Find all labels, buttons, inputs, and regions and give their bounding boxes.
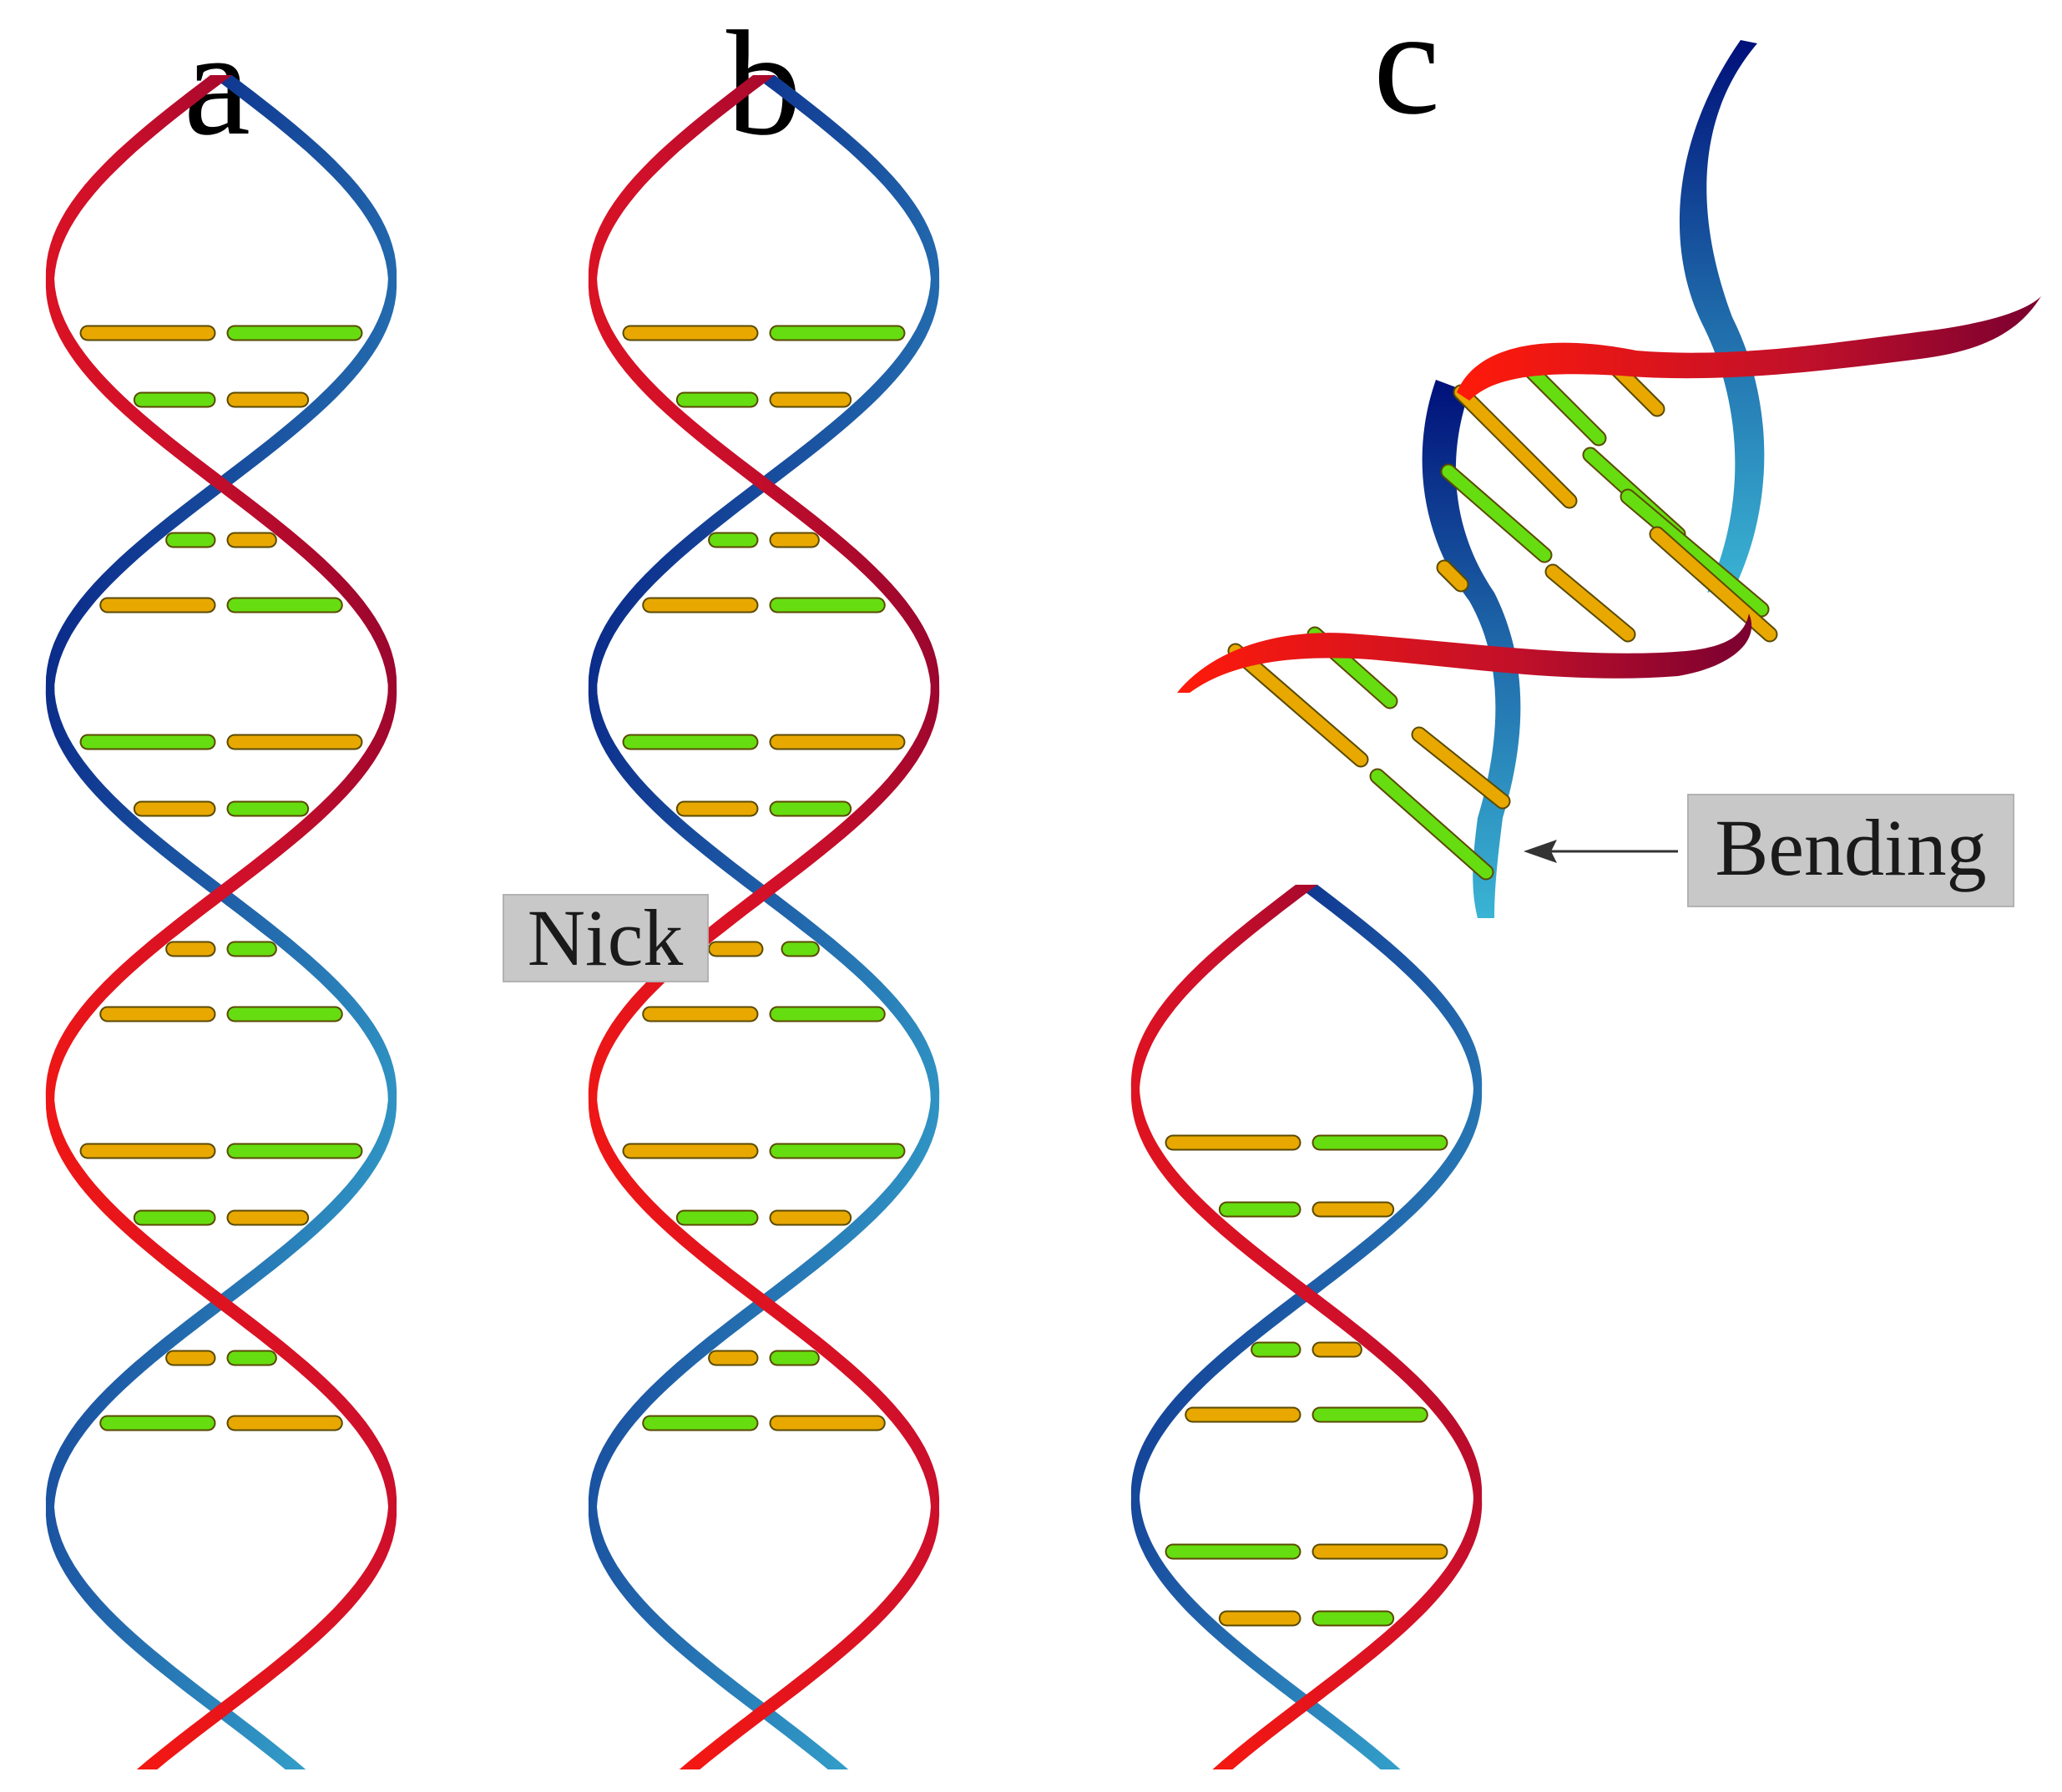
bending-callout: Bending: [1524, 794, 2014, 907]
nick-callout: Nick: [503, 893, 709, 982]
dna-helix-b-nicked: [588, 75, 940, 1769]
left-arrow-head: [1524, 840, 1557, 863]
bent-blue-strand-lower: [1422, 380, 1521, 918]
bent-red-strand-top: [1457, 296, 2041, 401]
bent-blue-strand: [1679, 40, 1765, 593]
dna-helix-a: [45, 75, 397, 1769]
bending-label: Bending: [1715, 803, 1986, 892]
nick-label: Nick: [528, 893, 684, 982]
panel-letter-c: c: [1373, 0, 1440, 145]
bent-base: [1438, 561, 1468, 591]
blue-backbone-strand: [1130, 885, 1483, 1769]
bent-base: [1546, 565, 1635, 641]
bent-base: [1371, 770, 1493, 879]
bent-base: [1442, 465, 1551, 562]
bending-label-box: [1687, 794, 2014, 907]
bent-base: [1229, 644, 1367, 766]
dna-helix-c-bent-section: [1177, 40, 2041, 918]
nick-label-box: [503, 894, 709, 982]
bent-base: [1621, 490, 1768, 616]
red-backbone-strand: [1130, 885, 1483, 1769]
bent-red-strand-mid: [1177, 613, 1752, 693]
bent-base: [1650, 528, 1776, 641]
bent-base: [1454, 386, 1576, 507]
bent-base: [1413, 728, 1509, 808]
dna-helix-c-lower: [1130, 885, 1483, 1769]
